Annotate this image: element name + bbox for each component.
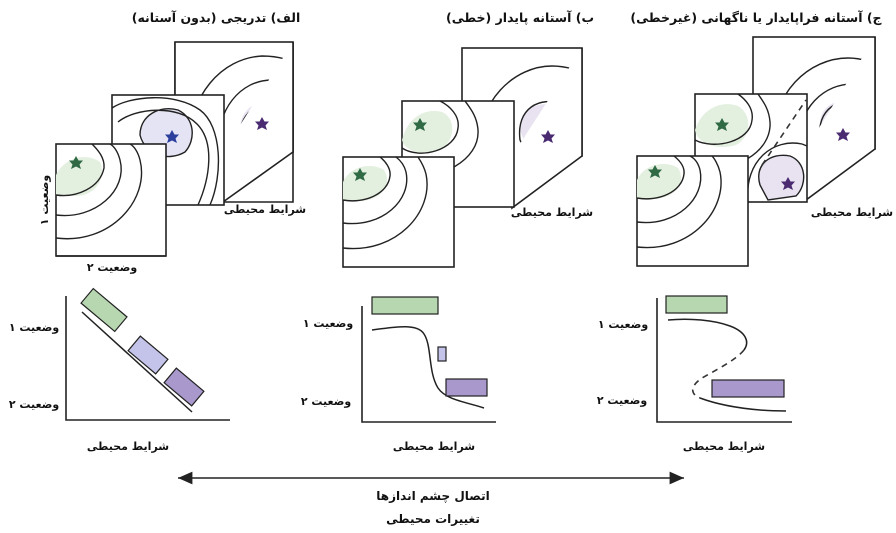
panel-a-env-label: شرایط محیطی [224,203,306,216]
graph-b-state2: وضعیت ۲ [301,395,352,408]
graph-a-xlabel: شرایط محیطی [87,440,169,453]
graph-a-axes [65,296,230,421]
panel-c-star-green-1 [648,165,662,178]
graph-c-xlabel: شرایط محیطی [683,440,765,453]
panel-c-title: ج) آستانه فراپایدار یا ناگهانی (غیرخطی) [630,10,881,25]
panel-b: ب) آستانه پایدار (خطی) [342,10,594,268]
bottom-arrow-group: اتصال چشم اندازها تغییرات محیطی [178,471,684,526]
graph-c-unstable-branch [691,349,745,399]
panel-a: الف) تدریجی (بدون آستانه) [38,10,306,274]
graph-a-lilac-box [127,335,169,375]
graph-c-axes [656,298,792,423]
panel-c-star-purple-2 [836,128,850,141]
panel-b-title: ب) آستانه پایدار (خطی) [446,10,594,25]
panel-a-star-blue [165,130,179,143]
panel-c-star-green-2 [715,118,729,131]
graph-a-purple-box [163,367,205,407]
panel-b-star-green-2 [413,118,427,131]
panel-b-star-green-1 [353,168,367,181]
panel-c-star-purple-1 [781,177,795,190]
cube-axis-state1: وضعیت ۱ [38,175,51,226]
graph-a-state2: وضعیت ۲ [9,398,60,411]
panel-c-back-frame [752,36,876,202]
graph-b-lilac-box [437,346,447,362]
cube-axis-state2: وضعیت ۲ [87,261,138,274]
panel-c-tipping-dash [761,99,807,166]
graph-c: وضعیت ۱ وضعیت ۲ شرایط محیطی [597,295,792,453]
graph-b-axes [361,306,496,423]
graph-b-xlabel: شرایط محیطی [393,440,475,453]
graph-c-state1: وضعیت ۱ [598,318,649,331]
panel-c-front-frame [636,155,749,267]
graph-c-upper-branch [667,318,748,351]
graph-b-state1: وضعیت ۱ [303,317,354,330]
graph-b: وضعیت ۱ وضعیت ۲ شرایط محیطی [301,296,496,453]
graph-a: وضعیت ۱ وضعیت ۲ شرایط محیطی [9,287,230,453]
panel-c-env-label: شرایط محیطی [811,206,893,219]
graph-a-state1: وضعیت ۱ [9,321,60,334]
panel-a-star-purple [255,117,269,130]
graph-b-purple-box [445,378,488,397]
graph-c-lower-branch [699,397,787,412]
graph-a-response-line [81,311,193,413]
graph-a-green-box [80,287,128,333]
graph-b-green-box [371,296,439,315]
graph-c-purple-box [711,379,785,398]
graph-c-green-box [665,295,728,314]
bottom-label-2: تغییرات محیطی [386,512,480,526]
panel-a-star-green [69,156,83,169]
graph-c-state2: وضعیت ۲ [597,394,648,407]
panel-c: ج) آستانه فراپایدار یا ناگهانی (غیرخطی) [630,10,893,267]
panel-b-star-purple [541,130,555,143]
panel-b-env-label: شرایط محیطی [511,206,593,219]
bottom-label-1: اتصال چشم اندازها [376,489,489,503]
graph-b-response-curve [371,326,485,409]
panel-a-title: الف) تدریجی (بدون آستانه) [132,10,301,25]
